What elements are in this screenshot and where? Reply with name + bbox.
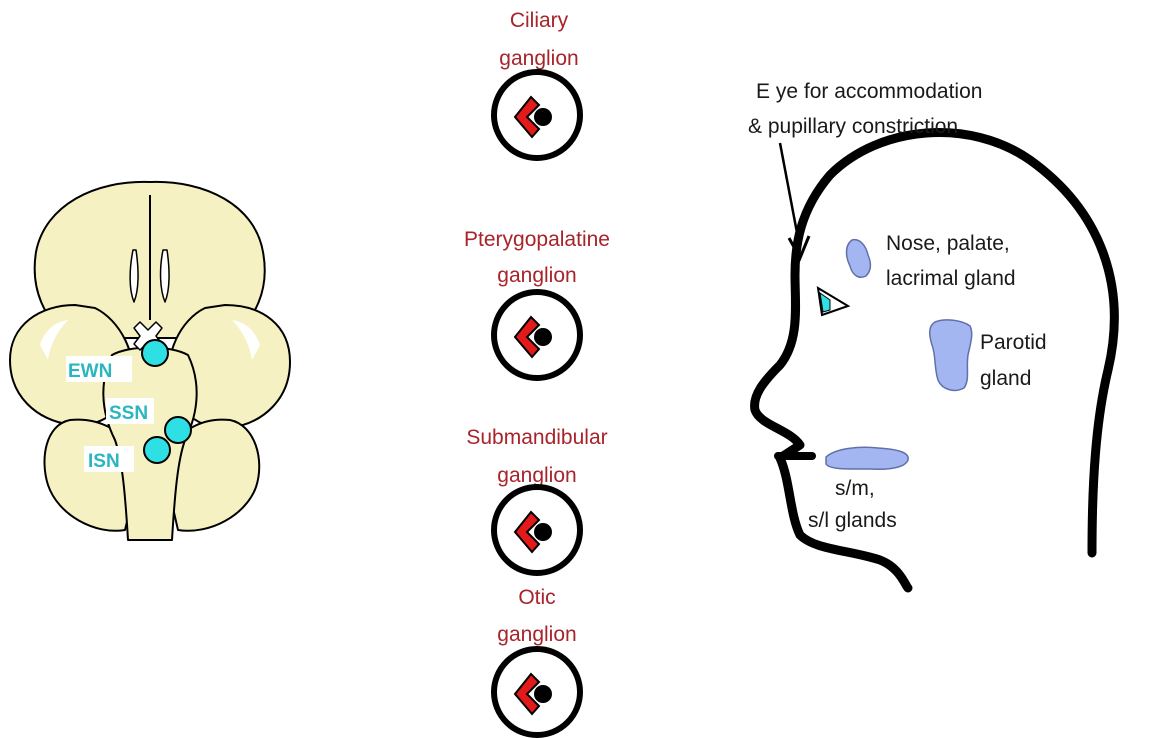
ganglion-submandibular-label-1: Submandibular bbox=[466, 426, 607, 449]
eye-target-label-2: & pupillary constriction bbox=[748, 115, 958, 138]
olfactory-tract-right bbox=[161, 250, 170, 302]
submandibular-target-label-2: s/l glands bbox=[808, 509, 897, 532]
submandibular-gland-blob bbox=[826, 447, 908, 469]
ewn-nucleus bbox=[142, 340, 168, 366]
parotid-target-label-2: gland bbox=[980, 367, 1031, 390]
nose-target-label-1: Nose, palate, bbox=[886, 232, 1010, 255]
olfactory-tract-left bbox=[130, 250, 138, 302]
ssn-nucleus bbox=[165, 417, 191, 443]
ganglion-pterygopalatine-label-1: Pterygopalatine bbox=[464, 228, 610, 251]
submandibular-target-label-1: s/m, bbox=[835, 477, 875, 500]
eye-target-label-1: E ye for accommodation bbox=[756, 80, 982, 103]
ganglion-submandibular-symbol bbox=[494, 487, 580, 573]
ganglion-otic-symbol bbox=[494, 649, 580, 735]
ganglion-otic-label-2: ganglion bbox=[497, 623, 576, 646]
ganglion-submandibular: Submandibular ganglion bbox=[466, 426, 607, 573]
isn-label: ISN bbox=[88, 451, 120, 472]
ganglion-pterygopalatine-symbol bbox=[494, 292, 580, 378]
ewn-label: EWN bbox=[68, 361, 112, 382]
ganglion-ciliary: Ciliary ganglion bbox=[494, 9, 580, 158]
nose-gland-blob bbox=[847, 240, 871, 278]
ssn-label: SSN bbox=[109, 403, 148, 424]
eye-arrow-shaft bbox=[780, 143, 798, 238]
parotid-gland-blob bbox=[930, 320, 972, 390]
parotid-target-label-1: Parotid bbox=[980, 331, 1047, 354]
ganglion-otic: Otic ganglion bbox=[494, 586, 580, 735]
ganglion-submandibular-label-2: ganglion bbox=[497, 464, 576, 487]
ganglion-ciliary-label-1: Ciliary bbox=[510, 9, 569, 32]
ganglion-otic-label-1: Otic bbox=[518, 586, 555, 609]
nose-target-label-2: lacrimal gland bbox=[886, 267, 1016, 290]
ganglion-pterygopalatine: Pterygopalatine ganglion bbox=[464, 228, 610, 378]
ganglion-ciliary-symbol bbox=[494, 72, 580, 158]
ganglion-ciliary-label-2: ganglion bbox=[499, 47, 578, 70]
ganglion-pterygopalatine-label-2: ganglion bbox=[497, 264, 576, 287]
isn-nucleus bbox=[144, 437, 170, 463]
